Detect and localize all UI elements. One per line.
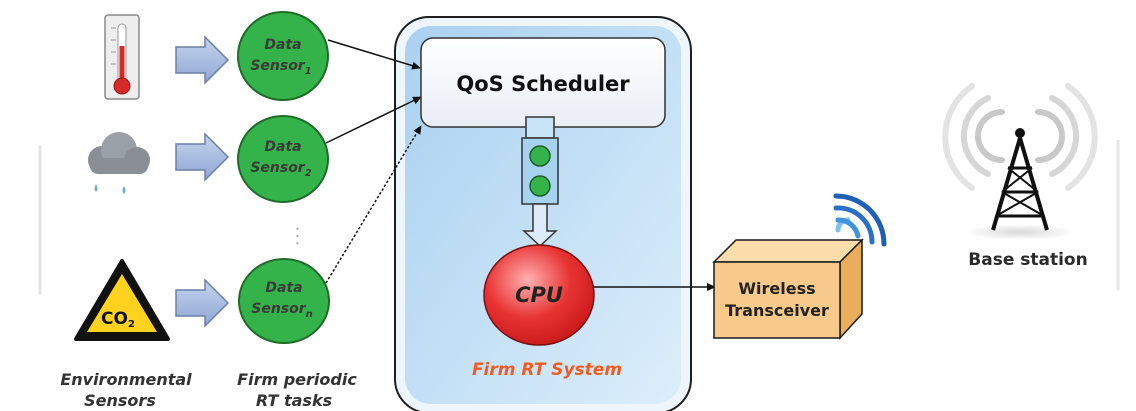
environmental-sensors-caption: Environmental Sensors [60,370,192,410]
input-arrow-n [175,278,230,328]
svg-text:QoS Scheduler: QoS Scheduler [456,72,630,96]
rt-tasks-caption: Firm periodic RT tasks [237,370,357,410]
svg-text:Sensor2: Sensor2 [250,160,311,179]
svg-text:RT tasks: RT tasks [256,391,332,410]
rt-system-label: Firm RT System [472,360,622,380]
sensor2-to-scheduler-arrow [325,96,422,144]
queue-slot-2 [529,175,551,197]
radio-tower-icon [942,83,1098,240]
thermometer-icon [104,14,140,100]
svg-text:Data: Data [265,280,302,296]
queue-slot-1 [529,145,551,167]
co2-warning-icon: CO2 [74,259,170,341]
data-sensor-n: Data Sensorn [238,258,330,344]
sensor1-to-scheduler-arrow [327,39,421,70]
svg-text:Data: Data [264,37,301,53]
rain-cloud-icon [88,132,150,194]
queue-down-arrow [522,203,558,248]
svg-text:Environmental: Environmental [60,370,192,389]
wireless-transceiver: Wireless Transceiver [712,238,864,340]
svg-text:Sensor1: Sensor1 [250,58,311,77]
svg-text:Transceiver: Transceiver [725,301,829,320]
svg-text:CO2: CO2 [101,309,135,330]
svg-text:Firm periodic: Firm periodic [237,370,357,389]
data-sensor-2: Data Sensor2 [237,115,329,203]
sensor-ellipsis: · · · [291,227,302,245]
qos-scheduler: QoS Scheduler [420,37,666,128]
task-queue [521,116,559,248]
sensorn-to-scheduler-arrow [325,125,422,284]
data-sensor-1: Data Sensor1 [237,11,329,101]
svg-text:Sensors: Sensors [84,391,156,410]
svg-text:Sensorn: Sensorn [251,301,313,320]
input-arrow-1 [175,35,230,85]
svg-text:CPU: CPU [515,283,563,307]
wifi-signal-icon [833,193,887,247]
svg-text:Data: Data [264,139,301,155]
svg-text:Wireless: Wireless [738,279,815,298]
input-arrow-2 [175,132,230,182]
base-station-label: Base station [968,250,1087,270]
cpu: CPU [483,244,595,346]
